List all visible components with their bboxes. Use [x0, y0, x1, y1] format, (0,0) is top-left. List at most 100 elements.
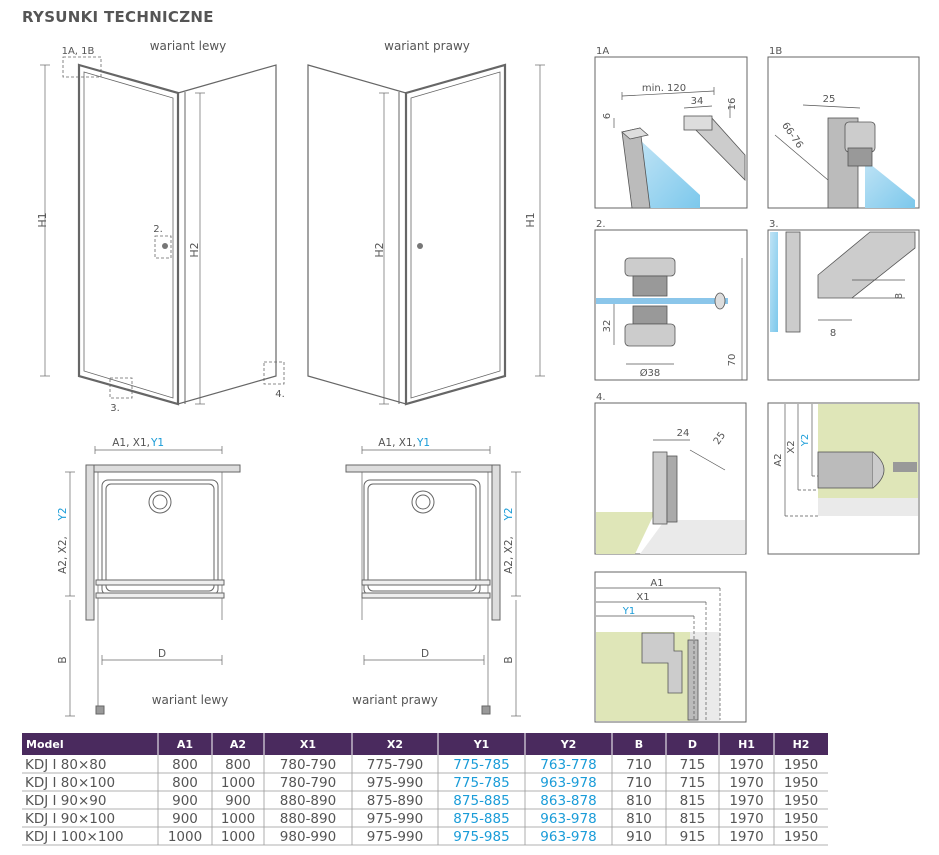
detail-3-label: 3. — [769, 219, 779, 230]
table-cell: 880-890 — [280, 793, 336, 809]
table-cell: 775-785 — [453, 757, 509, 773]
detail-4-w24: 24 — [677, 428, 690, 439]
plan-left-variant-label: wariant lewy — [152, 693, 229, 707]
plan-right — [345, 446, 521, 717]
table-cell: 775-785 — [453, 775, 509, 791]
table-header-cell: Y1 — [473, 738, 490, 751]
detail-profile-a2: A2 — [773, 453, 784, 466]
table-cell: 1000 — [221, 829, 255, 845]
detail-ref-4: 4. — [275, 389, 285, 400]
table-header-cell: Model — [26, 738, 64, 751]
detail-ref-3: 3. — [110, 403, 120, 414]
table-cell: 715 — [680, 775, 706, 791]
table-header-bar — [22, 733, 828, 755]
detail-1a — [594, 56, 748, 209]
detail-2-h32: 32 — [602, 320, 613, 333]
plan-right-width-y1: Y1 — [416, 437, 430, 449]
right-variant-label: wariant prawy — [384, 39, 470, 53]
detail-profile-y2: Y2 — [800, 434, 811, 447]
left-h2-label: H2 — [188, 242, 201, 257]
plan-right-width-label: A1, X1, — [378, 437, 416, 449]
view-left-3d — [40, 56, 285, 406]
right-h2-label: H2 — [373, 242, 386, 257]
plan-left-width-label: A1, X1, — [112, 437, 150, 449]
table-cell: 963-978 — [540, 811, 596, 827]
plan-right-variant-label: wariant prawy — [352, 693, 438, 707]
detail-2-label: 2. — [596, 219, 606, 230]
detail-profile-a1: A1 — [650, 578, 663, 589]
detail-profile-side — [767, 402, 920, 555]
page-title: RYSUNKI TECHNICZNE — [22, 8, 214, 26]
table-cell: 1970 — [729, 829, 763, 845]
detail-1a-h16: 16 — [727, 98, 738, 111]
plan-right-depth-y2: Y2 — [503, 507, 515, 521]
table-cell: 1000 — [168, 829, 202, 845]
left-h1-label: H1 — [36, 212, 49, 227]
detail-2 — [594, 229, 748, 381]
plan-right-d-label: D — [421, 648, 429, 660]
table-cell: 815 — [680, 793, 706, 809]
table-header-cell: B — [635, 738, 643, 751]
table-cell: KDJ I 80×100 — [25, 775, 115, 791]
left-variant-label: wariant lewy — [150, 39, 227, 53]
detail-4-label: 4. — [596, 392, 606, 403]
detail-3-w8: 8 — [830, 328, 836, 339]
plan-left-width-y1: Y1 — [150, 437, 164, 449]
table-header-cell: D — [688, 738, 697, 751]
plan-left-d-label: D — [158, 648, 166, 660]
table-cell: 780-790 — [280, 757, 336, 773]
table-cell: 975-990 — [367, 811, 423, 827]
table-cell: 880-890 — [280, 811, 336, 827]
detail-3-h8: 8 — [894, 293, 905, 299]
table-cell: 1970 — [729, 775, 763, 791]
table-cell: 915 — [680, 829, 706, 845]
detail-1b — [767, 56, 920, 209]
detail-2-h70: 70 — [727, 354, 738, 367]
detail-profile-x2: X2 — [786, 440, 797, 453]
detail-2-diameter: Ø38 — [640, 367, 661, 379]
plan-left-depth-label: A2, X2, — [57, 536, 69, 574]
table-cell: 710 — [626, 775, 652, 791]
table-cell: KDJ I 90×90 — [25, 793, 106, 809]
table-header-cell: X2 — [387, 738, 403, 751]
plan-right-b-label: B — [503, 656, 515, 663]
plan-right-depth-label: A2, X2, — [503, 536, 515, 574]
table-cell: 800 — [225, 757, 251, 773]
table-cell: 863-878 — [540, 793, 596, 809]
table-cell: 1950 — [784, 757, 818, 773]
plan-left — [65, 446, 241, 717]
detail-1a-h6: 6 — [602, 113, 613, 119]
detail-profile-x1: X1 — [636, 592, 649, 603]
table-cell: 780-790 — [280, 775, 336, 791]
detail-profile-top — [594, 571, 747, 723]
table-cell: 1000 — [221, 775, 255, 791]
table-cell: 800 — [172, 757, 198, 773]
detail-ref-2: 2. — [153, 224, 163, 235]
table-cell: 710 — [626, 757, 652, 773]
table-cell: 1970 — [729, 793, 763, 809]
table-header-cell: X1 — [300, 738, 316, 751]
table-cell: 975-990 — [367, 829, 423, 845]
table-header-cell: A1 — [177, 738, 193, 751]
table-cell: KDJ I 90×100 — [25, 811, 115, 827]
table-header-cell: A2 — [230, 738, 246, 751]
table-cell: 763-778 — [540, 757, 596, 773]
detail-1b-label: 1B — [769, 46, 782, 57]
table-cell: 975-985 — [453, 829, 509, 845]
detail-profile-y1: Y1 — [622, 606, 635, 617]
table-cell: 963-978 — [540, 829, 596, 845]
table-header-cell: H2 — [793, 738, 810, 751]
view-right-3d — [307, 63, 545, 406]
table-cell: 715 — [680, 757, 706, 773]
table-cell: 815 — [680, 811, 706, 827]
table-cell: 800 — [172, 775, 198, 791]
table-cell: 900 — [172, 793, 198, 809]
table-cell: 875-885 — [453, 811, 509, 827]
detail-1a-w34: 34 — [691, 96, 704, 107]
table-cell: 875-885 — [453, 793, 509, 809]
detail-ref-1a1b: 1A, 1B — [62, 46, 95, 57]
table-cell: 963-978 — [540, 775, 596, 791]
table-cell: 910 — [626, 829, 652, 845]
table-cell: 810 — [626, 811, 652, 827]
